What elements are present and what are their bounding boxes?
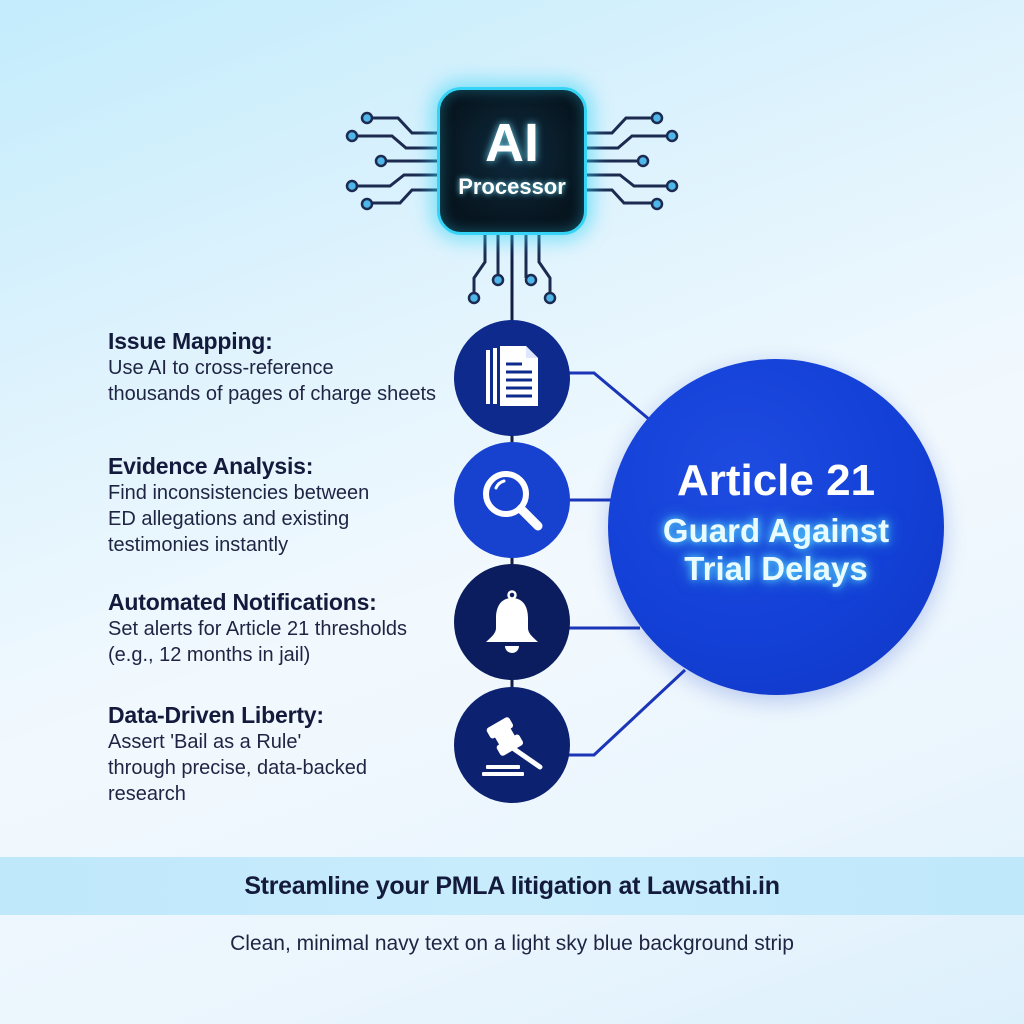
feature-desc-line: Assert 'Bail as a Rule'	[108, 731, 302, 753]
hub-subtitle-line1: Guard Against	[662, 512, 890, 549]
feature-desc-line: Set alerts for Article 21 thresholds	[108, 618, 408, 640]
cta-text: Streamline your PMLA litigation at Lawsa…	[244, 871, 780, 900]
evidence-analysis-node	[454, 442, 570, 558]
feature-title: Issue Mapping:	[108, 328, 273, 354]
cta-strip: Streamline your PMLA litigation at Lawsa…	[0, 857, 1024, 915]
hub-subtitle-line2: Trial Delays	[684, 550, 868, 587]
feature-desc-line: testimonies instantly	[108, 534, 289, 556]
article-21-hub: Article 21 Guard Against Trial Delays	[608, 359, 944, 695]
feature-desc-line: research	[108, 783, 186, 805]
circuit-traces-bottom	[472, 235, 552, 296]
feature-issue-mapping: Issue Mapping: Use AI to cross-reference…	[108, 327, 448, 407]
circuit-traces-left	[352, 116, 437, 205]
feature-title: Data-Driven Liberty:	[108, 702, 324, 728]
bell-icon	[486, 590, 538, 653]
feature-desc-line: Find inconsistencies between	[108, 482, 370, 504]
feature-desc-line: through precise, data-backed	[108, 757, 368, 779]
chip-subtitle: Processor	[458, 174, 566, 199]
feature-title: Automated Notifications:	[108, 589, 377, 615]
caption-text: Clean, minimal navy text on a light sky …	[230, 932, 794, 955]
feature-desc-line: ED allegations and existing	[108, 508, 350, 530]
feature-evidence-analysis: Evidence Analysis: Find inconsistencies …	[108, 452, 448, 558]
hub-title: Article 21	[676, 456, 876, 505]
data-driven-liberty-node	[454, 687, 570, 803]
chip-title: AI	[485, 113, 539, 173]
feature-automated-notifications: Automated Notifications: Set alerts for …	[108, 588, 448, 668]
feature-desc-line: Use AI to cross-reference	[108, 357, 334, 379]
circuit-traces-right	[587, 116, 672, 205]
notifications-node	[454, 564, 570, 680]
issue-mapping-node	[454, 320, 570, 436]
feature-desc-line: thousands of pages of charge sheets	[108, 383, 437, 405]
magnifier-icon	[483, 471, 543, 531]
feature-title: Evidence Analysis:	[108, 453, 314, 479]
feature-desc-line: (e.g., 12 months in jail)	[108, 644, 311, 666]
ai-processor-chip: AI Processor	[437, 87, 587, 235]
document-icon	[486, 346, 538, 406]
gavel-icon	[482, 717, 543, 776]
feature-data-driven-liberty: Data-Driven Liberty: Assert 'Bail as a R…	[108, 701, 448, 807]
